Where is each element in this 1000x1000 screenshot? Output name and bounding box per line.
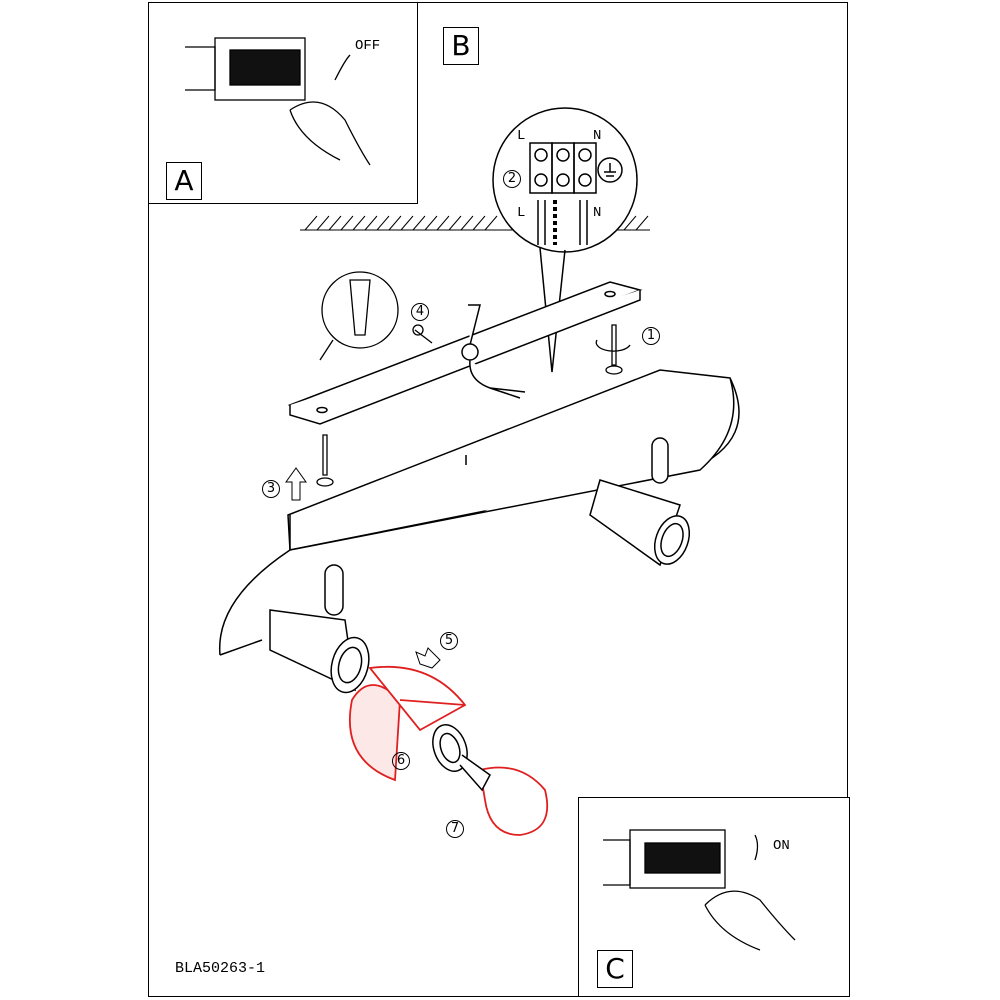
terminal-l-bottom: L <box>517 205 526 221</box>
breaker-off <box>185 37 371 166</box>
terminal-block-detail <box>492 107 638 373</box>
step-5: 5 <box>440 632 458 650</box>
diagram-frame <box>148 2 848 997</box>
step-6: 6 <box>392 752 410 770</box>
screws <box>316 324 631 487</box>
lamp-shade <box>348 665 467 782</box>
mounting-bracket <box>287 281 643 425</box>
step5-arrow <box>415 647 441 669</box>
terminal-n-top: N <box>593 128 602 144</box>
step-1: 1 <box>642 327 660 345</box>
panel-a <box>148 2 418 204</box>
step-4: 4 <box>411 303 429 321</box>
lamp-ring <box>432 724 491 792</box>
bulb <box>478 766 549 836</box>
off-label: OFF <box>355 38 381 54</box>
on-label: ON <box>773 838 790 854</box>
up-arrow <box>285 467 307 501</box>
model-code: BLA50263-1 <box>175 960 266 977</box>
step-3: 3 <box>262 480 280 498</box>
panel-b-label: B <box>443 27 479 65</box>
step-2: 2 <box>503 170 521 188</box>
panel-c-label: C <box>597 950 633 988</box>
terminal-l-top: L <box>517 128 526 144</box>
step-7: 7 <box>446 820 464 838</box>
terminal-n-bottom: N <box>593 205 602 221</box>
breaker-on <box>603 829 796 951</box>
panel-a-label: A <box>166 162 202 200</box>
wall-plug-detail <box>319 271 399 361</box>
fixture-body <box>218 369 740 694</box>
